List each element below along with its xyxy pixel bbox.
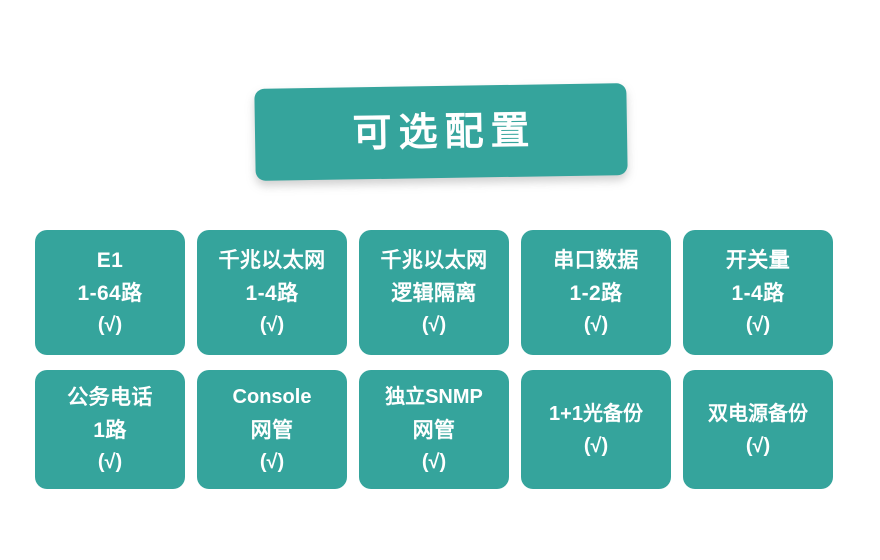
- option-card-line: 公务电话: [67, 386, 153, 409]
- option-card-line: 网管: [412, 419, 456, 442]
- option-card-line: 千兆以太网: [218, 249, 326, 272]
- card-row-1: E1 1-64路 (√) 千兆以太网 1-4路 (√) 千兆以太网 逻辑隔离 (…: [35, 230, 845, 355]
- option-card-line: E1: [96, 249, 124, 272]
- option-card-line: 千兆以太网: [380, 249, 488, 272]
- option-card-line: 1-4路: [245, 282, 299, 305]
- section-title-banner: 可选配置: [254, 83, 628, 181]
- option-card-gigabit-ethernet-logical-isolation[interactable]: 千兆以太网 逻辑隔离 (√): [359, 230, 509, 355]
- option-card-serial-data[interactable]: 串口数据 1-2路 (√): [521, 230, 671, 355]
- option-card-check-icon: (√): [259, 451, 285, 473]
- option-card-check-icon: (√): [583, 434, 609, 457]
- option-card-gigabit-ethernet[interactable]: 千兆以太网 1-4路 (√): [197, 230, 347, 355]
- option-card-line: 1路: [93, 419, 127, 442]
- option-card-service-phone[interactable]: 公务电话 1路 (√): [35, 370, 185, 489]
- option-card-check-icon: (√): [97, 314, 123, 336]
- page-title: 可选配置: [352, 109, 537, 155]
- option-card-check-icon: (√): [421, 314, 447, 336]
- option-card-line: 双电源备份: [708, 402, 808, 425]
- option-card-line: 1-64路: [77, 282, 143, 305]
- option-card-e1[interactable]: E1 1-64路 (√): [35, 230, 185, 355]
- option-card-line: 串口数据: [553, 249, 639, 272]
- card-row-2: 公务电话 1路 (√) Console 网管 (√) 独立SNMP 网管 (√)…: [35, 370, 845, 489]
- option-card-standalone-snmp-management[interactable]: 独立SNMP 网管 (√): [359, 370, 509, 489]
- option-card-optical-redundancy[interactable]: 1+1光备份 (√): [521, 370, 671, 489]
- option-card-check-icon: (√): [97, 451, 123, 473]
- option-card-line: 独立SNMP: [385, 386, 483, 408]
- option-card-dual-power-redundancy[interactable]: 双电源备份 (√): [683, 370, 833, 489]
- option-card-line: 逻辑隔离: [391, 282, 477, 305]
- option-card-line: Console: [232, 386, 312, 408]
- option-card-switching-value[interactable]: 开关量 1-4路 (√): [683, 230, 833, 355]
- option-card-grid: E1 1-64路 (√) 千兆以太网 1-4路 (√) 千兆以太网 逻辑隔离 (…: [35, 230, 845, 489]
- option-card-line: 1-4路: [731, 282, 785, 305]
- option-card-check-icon: (√): [583, 314, 609, 336]
- option-card-line: 1+1光备份: [549, 402, 643, 425]
- option-card-check-icon: (√): [745, 434, 771, 457]
- option-card-line: 网管: [250, 419, 294, 442]
- option-card-line: 开关量: [725, 249, 791, 272]
- option-card-line: 1-2路: [569, 282, 623, 305]
- banner-section: 可选配置: [0, 0, 880, 200]
- option-card-console-management[interactable]: Console 网管 (√): [197, 370, 347, 489]
- option-card-check-icon: (√): [259, 314, 285, 336]
- option-card-check-icon: (√): [745, 314, 771, 336]
- option-card-check-icon: (√): [421, 451, 447, 473]
